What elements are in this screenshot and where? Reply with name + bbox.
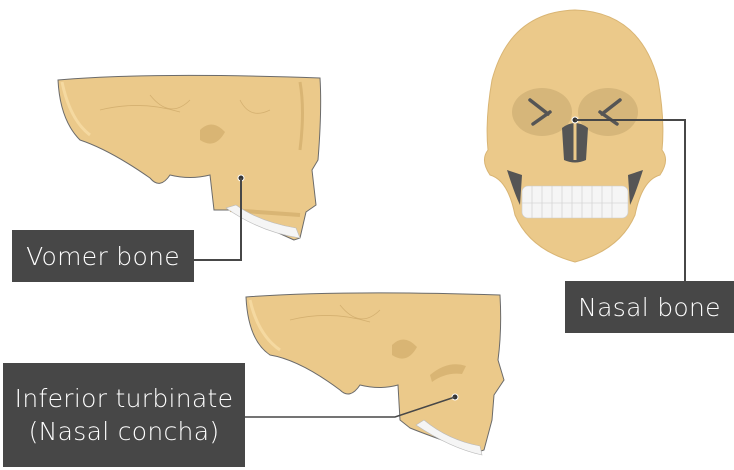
frontal-skull bbox=[484, 9, 686, 281]
vomer-bone-text: Vomer bone bbox=[26, 241, 180, 271]
inferior-turbinate-text: Inferior turbinate bbox=[14, 384, 234, 413]
nasal-bone-label: Nasal bone bbox=[565, 281, 734, 333]
nasal-bone-text: Nasal bone bbox=[578, 292, 721, 322]
inferior-turbinate-label: Inferior turbinate (Nasal concha) bbox=[3, 363, 245, 467]
sagittal-skull-top bbox=[57, 74, 322, 261]
vomer-bone-label: Vomer bone bbox=[12, 230, 194, 282]
sagittal-skull-bottom bbox=[245, 292, 505, 456]
nasal-concha-text: (Nasal concha) bbox=[28, 417, 220, 446]
